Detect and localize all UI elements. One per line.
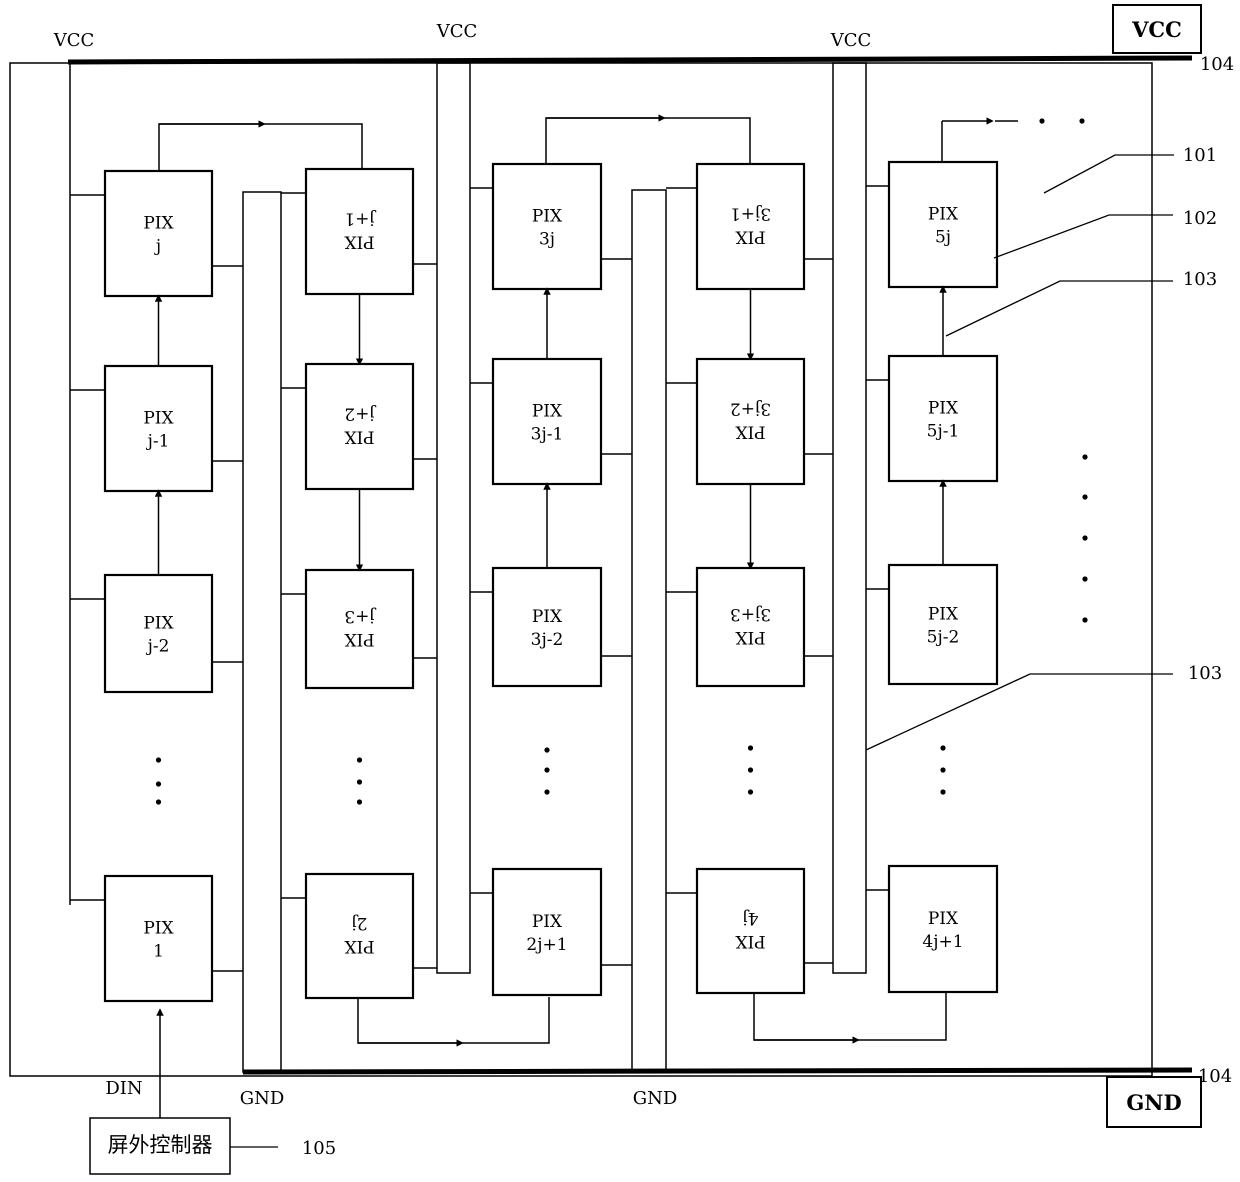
column-ellipsis-dot xyxy=(544,767,549,772)
din-label: DIN xyxy=(105,1078,142,1099)
pix-cell-3jplus3-box xyxy=(697,568,804,686)
ref-104-bottom: 104 xyxy=(1198,1066,1232,1087)
pix-text-line1: PIX xyxy=(343,232,374,252)
pix-text-line1: PIX xyxy=(532,607,563,627)
pix-text-line2: 1 xyxy=(153,942,164,962)
column-ellipsis-dot xyxy=(748,767,753,772)
pix-text-line1: PIX xyxy=(734,627,765,647)
column-ellipsis-dot xyxy=(357,779,362,784)
pix-text-line1: PIX xyxy=(532,402,563,422)
pix-cell-j-box xyxy=(105,171,212,296)
pix-cell-jplus2-box xyxy=(306,364,413,489)
pix-text-line2: 5j-1 xyxy=(927,422,960,442)
column-ellipsis-dot xyxy=(748,789,753,794)
ref-104-top: 104 xyxy=(1200,54,1234,75)
pix-cell-5j-2-box xyxy=(889,565,997,684)
pix-cell-jplus1-box xyxy=(306,169,413,294)
pix-text-line2: 4j xyxy=(742,908,758,928)
pix-text-line2: 3j-2 xyxy=(531,630,564,650)
column-ellipsis-dot xyxy=(156,799,161,804)
pix-text-line2: 3j xyxy=(539,230,555,250)
pix-cell-1-box xyxy=(105,876,212,1001)
pix-text-line2: 3j+1 xyxy=(730,204,771,224)
pix-text-line2: 2j xyxy=(351,913,367,933)
vcc-box-label: VCC xyxy=(1131,17,1182,42)
pix-cell-2j-box xyxy=(306,874,413,998)
vcc-label-3: VCC xyxy=(830,30,872,51)
pix-cell-3j-box xyxy=(493,164,601,289)
column-ellipsis-dot xyxy=(544,747,549,752)
continuation-dots-right xyxy=(1082,454,1087,622)
pix-cell-2jplus1-box xyxy=(493,869,601,995)
continuation-dots-top xyxy=(1039,118,1084,123)
column-ellipsis-dot xyxy=(156,757,161,762)
pix-text-line1: PIX xyxy=(734,931,765,951)
pix-cell-4j-box xyxy=(697,869,804,993)
pix-text-line1: PIX xyxy=(928,399,959,419)
pix-text-line1: PIX xyxy=(734,422,765,442)
ref-101: 101 xyxy=(1183,145,1217,166)
vcc-label-2: VCC xyxy=(436,21,478,42)
column-ellipsis-dot xyxy=(940,767,945,772)
pix-text-line2: 3j+2 xyxy=(730,399,771,419)
ref-102: 102 xyxy=(1183,208,1217,229)
pix-cell-3j-2-box xyxy=(493,568,601,686)
column-ellipsis-dot xyxy=(544,789,549,794)
ref-103-top: 103 xyxy=(1183,269,1217,290)
pix-text-line2: j+3 xyxy=(344,606,376,626)
pix-text-line2: j+2 xyxy=(344,404,376,424)
pix-cell-4jplus1-box xyxy=(889,866,997,992)
pix-text-line1: PIX xyxy=(532,207,563,227)
pix-cell-3jplus1-box xyxy=(697,164,804,289)
gnd-label-2: GND xyxy=(633,1088,678,1109)
pix-cell-j-2-box xyxy=(105,575,212,692)
pix-text-line1: PIX xyxy=(734,227,765,247)
pix-text-line2: 5j xyxy=(935,228,951,248)
gnd-label-1: GND xyxy=(240,1088,285,1109)
vcc-label-1: VCC xyxy=(53,30,95,51)
pix-text-line1: PIX xyxy=(532,912,563,932)
pix-text-line1: PIX xyxy=(143,614,174,634)
pix-text-line1: PIX xyxy=(343,936,374,956)
ref-105: 105 xyxy=(302,1138,336,1159)
pix-text-line2: 3j-1 xyxy=(531,425,564,445)
pix-text-line2: 4j+1 xyxy=(922,932,963,952)
pix-text-line2: j xyxy=(154,237,161,257)
pix-text-line2: j-1 xyxy=(146,432,170,452)
pixel-cells: PIXjPIXj-1PIXj-2PIX1PIXj+1PIXj+2PIXj+3PI… xyxy=(70,162,997,1001)
column-ellipsis-dot xyxy=(940,745,945,750)
pix-text-line1: PIX xyxy=(928,909,959,929)
pix-text-line1: PIX xyxy=(343,427,374,447)
pix-cell-5j-1-box xyxy=(889,356,997,481)
off-screen-controller-label: 屏外控制器 xyxy=(108,1133,213,1157)
gnd-rail xyxy=(243,1070,1192,1072)
pix-text-line1: PIX xyxy=(928,605,959,625)
column-ellipsis-dot xyxy=(940,789,945,794)
pix-cell-3jplus2-box xyxy=(697,359,804,484)
pix-text-line2: 5j-2 xyxy=(927,628,960,648)
vcc-rail xyxy=(68,58,1192,62)
pix-text-line1: PIX xyxy=(143,214,174,234)
pix-cell-3j-1-box xyxy=(493,359,601,484)
pix-text-line1: PIX xyxy=(928,205,959,225)
pix-cell-5j-box xyxy=(889,162,997,287)
pix-text-line2: j-2 xyxy=(146,637,170,657)
pix-cell-j-1-box xyxy=(105,366,212,491)
pix-text-line2: 3j+3 xyxy=(730,604,771,624)
pix-text-line1: PIX xyxy=(143,409,174,429)
pix-text-line1: PIX xyxy=(343,629,374,649)
column-ellipsis-dot xyxy=(156,781,161,786)
pix-text-line2: 2j+1 xyxy=(526,935,567,955)
gnd-box-label: GND xyxy=(1126,1090,1181,1115)
pix-text-line1: PIX xyxy=(143,919,174,939)
column-ellipsis-dot xyxy=(357,757,362,762)
pix-text-line2: j+1 xyxy=(344,209,376,229)
column-ellipsis-dot xyxy=(357,799,362,804)
ref-103-bottom: 103 xyxy=(1188,663,1222,684)
pix-cell-jplus3-box xyxy=(306,570,413,688)
column-ellipsis-dot xyxy=(748,745,753,750)
